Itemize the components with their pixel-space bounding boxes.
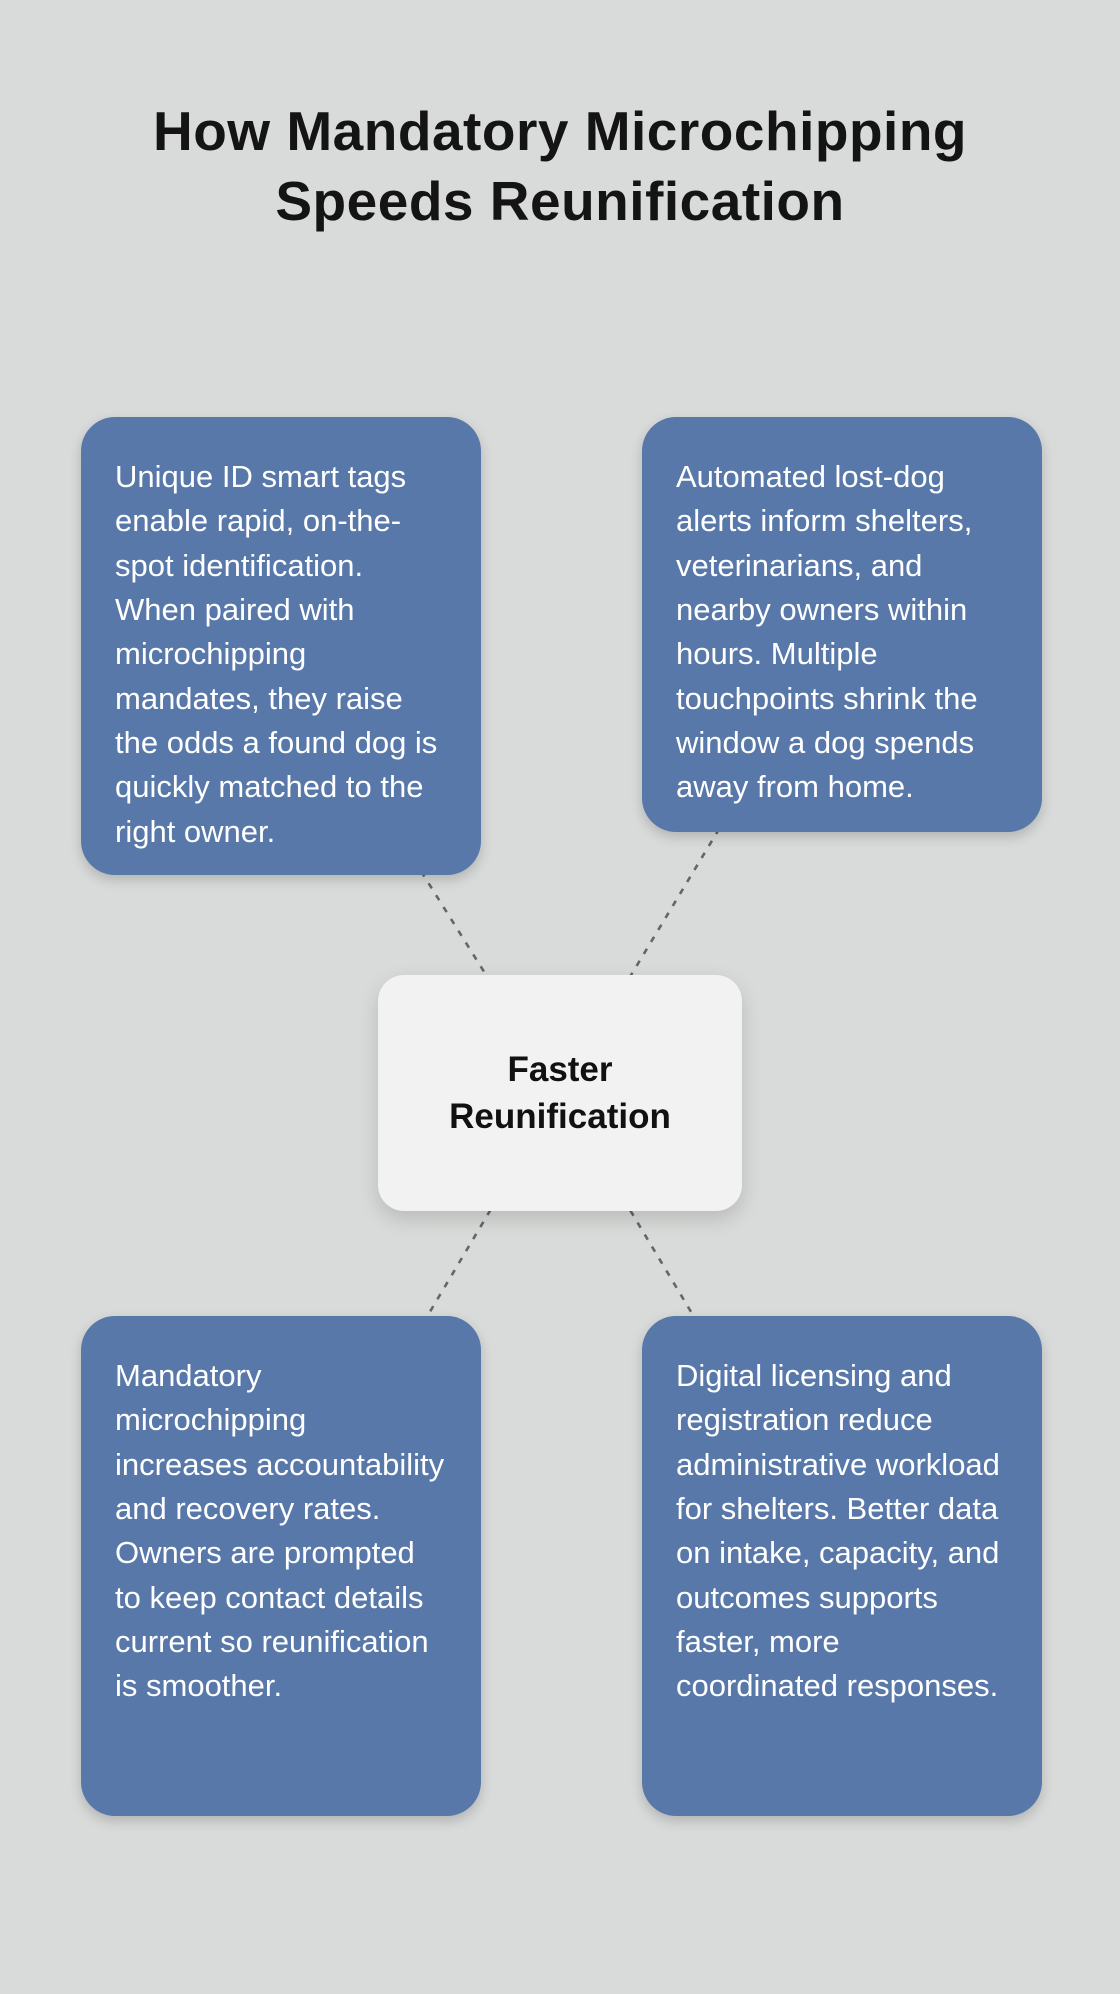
benefit-card-automated-alerts-text: Automated lost-dog alerts inform shelter… [676, 459, 978, 805]
benefit-card-digital-licensing-text: Digital licensing and registration reduc… [676, 1358, 1000, 1704]
central-node-label: Faster Reunification [449, 1049, 671, 1136]
benefit-card-automated-alerts: Automated lost-dog alerts inform shelter… [642, 417, 1042, 832]
benefit-card-smart-tags-text: Unique ID smart tags enable rapid, on-th… [115, 459, 438, 849]
page-title: How Mandatory Microchipping Speeds Reuni… [152, 100, 968, 233]
central-node: Faster Reunification [378, 975, 742, 1211]
benefit-card-smart-tags: Unique ID smart tags enable rapid, on-th… [81, 417, 481, 875]
benefit-card-digital-licensing: Digital licensing and registration reduc… [642, 1316, 1042, 1816]
benefit-card-accountability-text: Mandatory microchipping increases accoun… [115, 1358, 445, 1704]
benefit-card-accountability: Mandatory microchipping increases accoun… [81, 1316, 481, 1816]
